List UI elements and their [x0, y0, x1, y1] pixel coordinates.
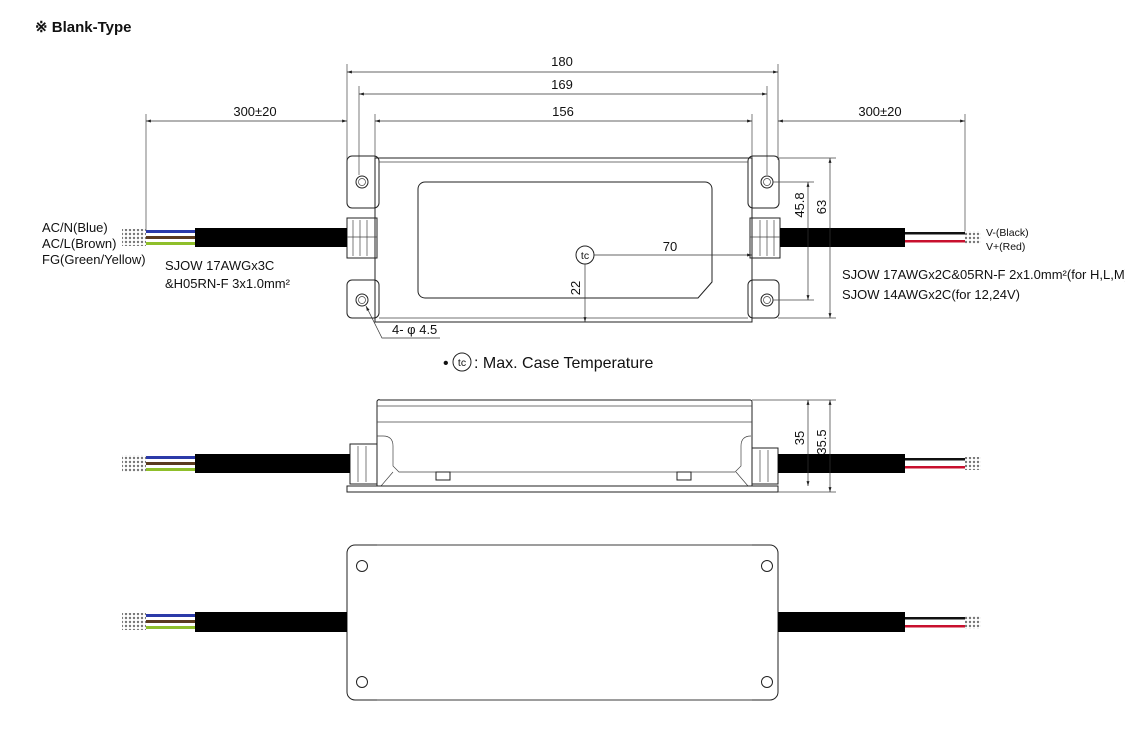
label-window: [417, 181, 713, 299]
output-cable: [780, 228, 905, 247]
dim-label-22: 22: [568, 281, 583, 295]
mounting-hole: [760, 175, 774, 189]
wire-label-vplus: V+(Red): [986, 241, 1025, 253]
wire-green-yellow: [146, 242, 195, 245]
dim-label-35-5: 35.5: [814, 429, 829, 454]
dim-label-156: 156: [552, 104, 574, 119]
wire-label-fg: FG(Green/Yellow): [42, 252, 146, 267]
legend-text: : Max. Case Temperature: [474, 355, 653, 372]
bottom-view: [122, 544, 981, 701]
wire-blue: [146, 230, 195, 233]
cable-gland-right: [749, 217, 781, 259]
wire-label-acl: AC/L(Brown): [42, 236, 116, 251]
wire-black: [905, 232, 965, 235]
output-cable-spec-2: SJOW 14AWGx2C(for 12,24V): [842, 287, 1020, 302]
top-view: 180 169 156 300±20 300±20: [42, 54, 1125, 339]
dim-label-right-cable: 300±20: [858, 104, 901, 119]
dim-label-left-cable: 300±20: [233, 104, 276, 119]
cable-gland-right: [751, 447, 779, 485]
dim-label-169: 169: [551, 77, 573, 92]
svg-text:tc: tc: [458, 357, 466, 369]
dim-label-45-8: 45.8: [792, 192, 807, 217]
housing-top: [374, 157, 753, 323]
hole-spec: 4- φ 4.5: [392, 322, 437, 337]
wire-brown: [146, 236, 195, 239]
mounting-hole: [355, 175, 369, 189]
input-cable: [195, 228, 347, 247]
wire-label-acn: AC/N(Blue): [42, 220, 108, 235]
page-title: ※ Blank-Type: [35, 19, 131, 36]
mounting-hole: [355, 293, 369, 307]
wire-red: [905, 240, 965, 243]
cable-gland-left: [349, 443, 378, 485]
dim-label-70: 70: [663, 239, 677, 254]
dim-label-63: 63: [814, 200, 829, 214]
input-cable-spec-2: &H05RN-F 3x1.0mm²: [165, 276, 291, 291]
mounting-hole: [760, 293, 774, 307]
svg-text:•: •: [443, 355, 449, 372]
input-cable-spec-1: SJOW 17AWGx3C: [165, 258, 274, 273]
tc-icon: [452, 352, 472, 372]
cable-gland-left: [346, 217, 378, 259]
output-cable-spec-1: SJOW 17AWGx2C&05RN-F 2x1.0mm²(for H,L,M): [842, 267, 1125, 282]
tc-legend: • tc : Max. Case Temperature: [443, 352, 653, 372]
dim-label-180: 180: [551, 54, 573, 69]
svg-text:tc: tc: [581, 250, 589, 262]
wire-label-vminus: V-(Black): [986, 227, 1029, 239]
side-view: 35 35.5: [122, 399, 981, 493]
dim-label-35: 35: [792, 431, 807, 445]
